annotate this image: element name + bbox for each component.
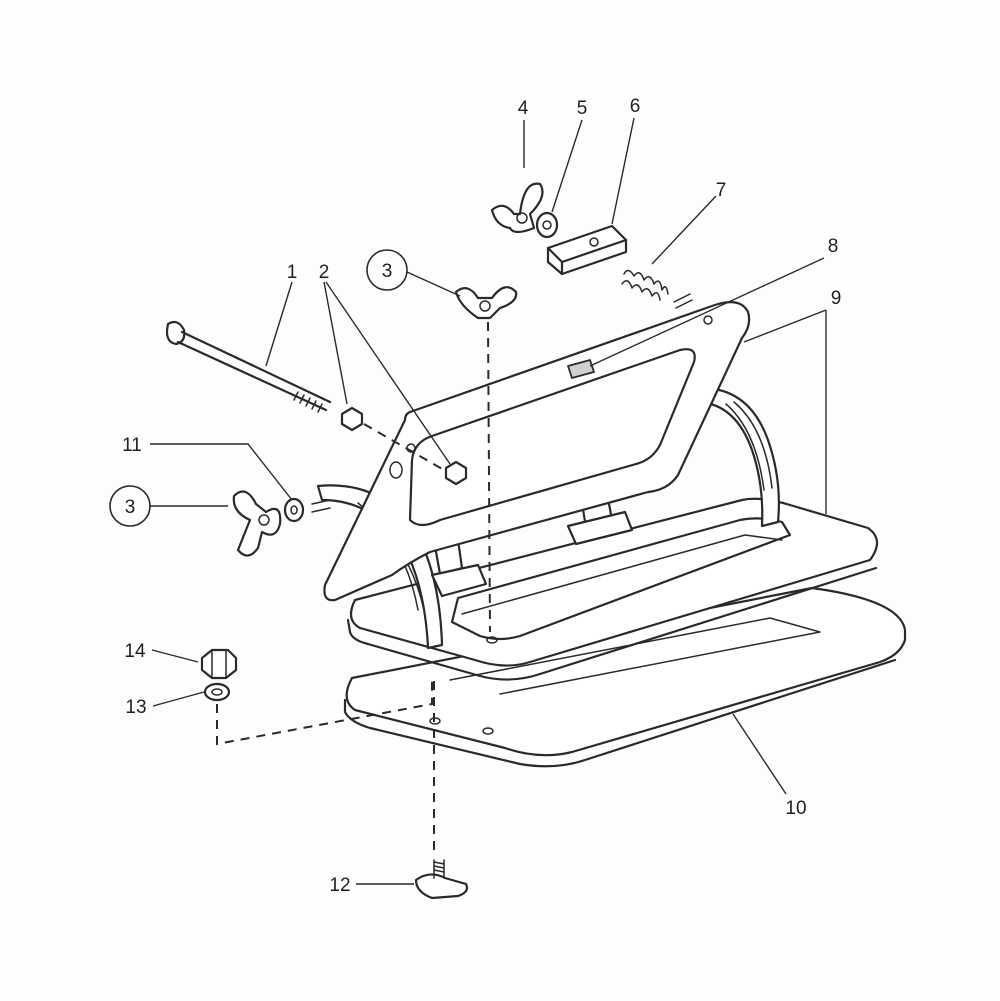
wing-nut-4 [490,182,544,234]
threaded-stud [311,499,331,513]
washer-13 [203,682,231,702]
callout-circle-3-upper [366,249,408,291]
callout-1: 1 [287,262,298,283]
hex-nut-2a [340,406,364,432]
callout-13: 13 [125,697,146,718]
threaded-rod-1 [165,320,332,413]
callout-8: 8 [828,236,839,257]
frame-tray-9 [346,497,879,681]
hex-nut-2b [444,460,468,486]
callout-6: 6 [630,96,641,117]
base-plate-10 [343,586,907,768]
callout-11: 11 [122,435,142,456]
lid-frame-8 [323,301,751,602]
assembly-line-13 [216,680,433,746]
hex-nut-14 [200,648,238,680]
thumb-screw-12 [414,859,469,900]
callout-10: 10 [785,798,806,819]
callout-5: 5 [577,98,588,119]
callout-14: 14 [124,641,146,662]
assembly-line-3 [487,321,491,633]
washer-5 [535,211,559,239]
callout-3-left: 3 [125,497,136,518]
clamp-plate-6 [546,224,628,276]
callout-12: 12 [329,875,350,896]
callout-circle-3-left [109,485,151,527]
spring-7 [621,269,693,309]
wing-nut-3-upper [454,286,518,320]
callout-labels: 1 2 3 3 4 5 6 7 8 9 10 11 12 13 14 [122,96,841,896]
callout-4: 4 [518,98,529,119]
callout-7: 7 [716,180,727,201]
callout-2: 2 [319,262,330,283]
leader-lines [150,117,827,885]
washer-11 [283,497,305,523]
wing-nut-3-left [232,490,282,557]
callout-9: 9 [831,288,842,309]
callout-3-upper: 3 [382,261,393,282]
